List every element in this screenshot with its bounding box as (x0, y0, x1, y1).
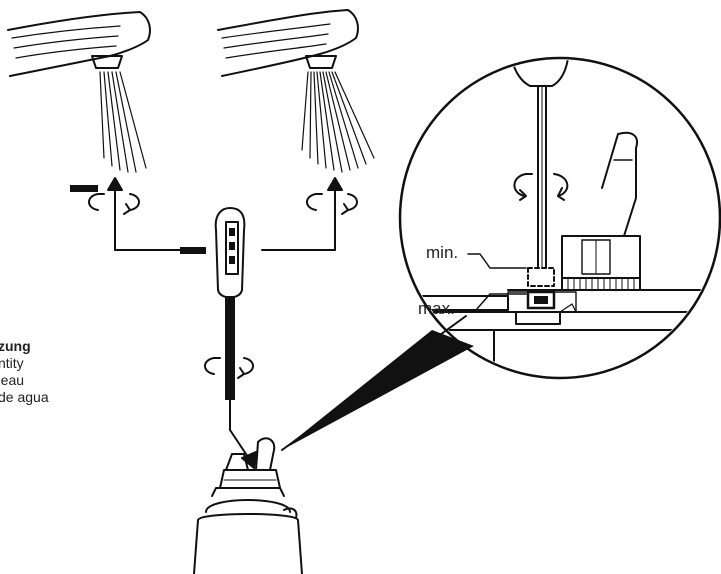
legend-line-es: de agua (0, 389, 49, 405)
valve-cartridge (193, 437, 303, 574)
rotate-arrow-left (88, 177, 206, 251)
max-leader (467, 293, 527, 311)
legend-line-en: ntity (0, 355, 24, 371)
multilingual-legend: zung ntity 'eau de agua (0, 338, 49, 406)
minus-marker-center (180, 247, 206, 254)
faucet-left-reduced-flow (7, 11, 151, 173)
detail-magnifier-circle (398, 56, 721, 380)
max-label: max. (418, 299, 455, 318)
faucet-right-full-flow (217, 9, 375, 173)
rotate-arrow-right (261, 177, 358, 251)
legend-line-fr: 'eau (0, 372, 25, 388)
zoom-cone-fill (282, 330, 474, 450)
min-label: min. (426, 243, 459, 262)
water-spray-full (301, 71, 375, 173)
screwdriver-tool (204, 207, 257, 469)
water-spray-reduced (99, 71, 147, 173)
legend-line-de: zung (0, 338, 31, 354)
minus-marker-left (70, 185, 98, 192)
min-leader (467, 253, 527, 269)
